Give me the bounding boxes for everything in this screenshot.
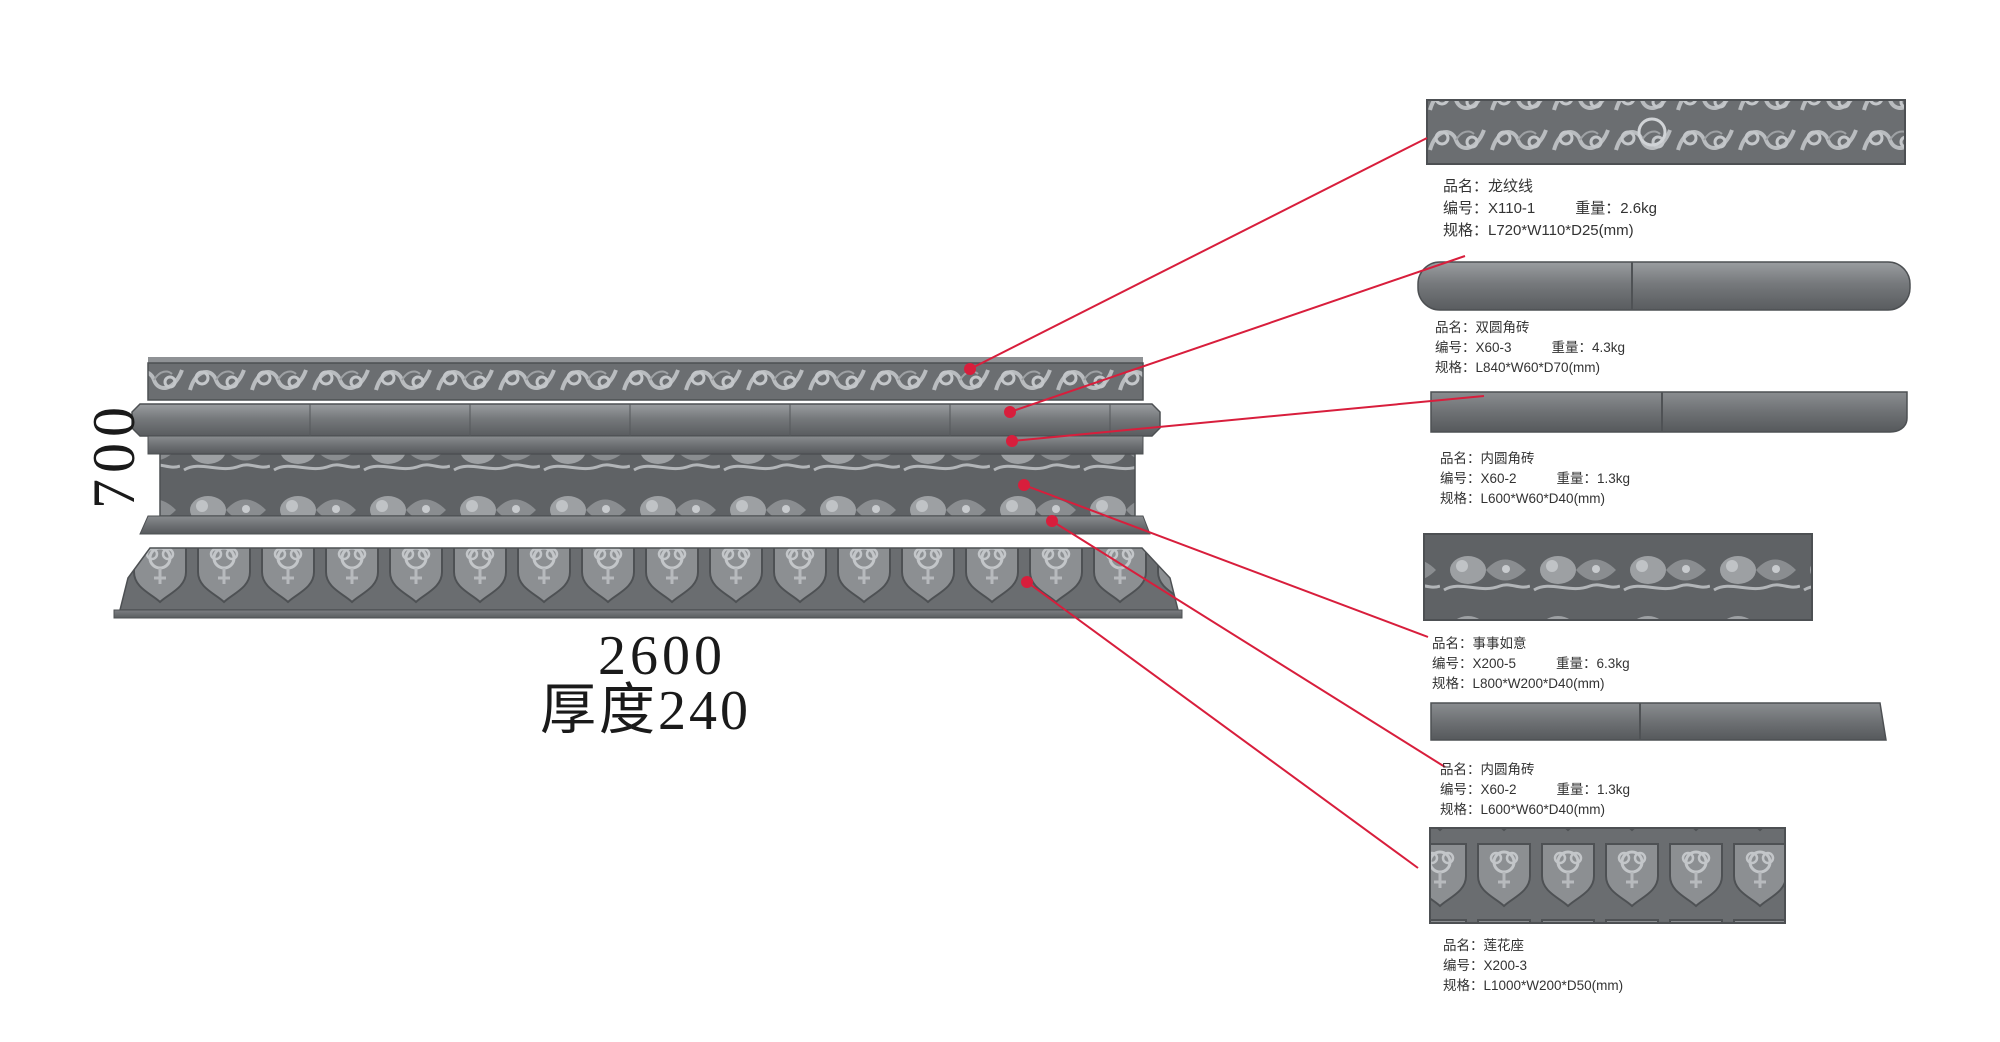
ruyi-relief-band	[159, 453, 1136, 517]
part-weight: 重量：6.3kg	[1556, 656, 1630, 671]
part-code: 编号：X200-5	[1432, 656, 1517, 671]
double-round-brick-tile	[1417, 261, 1911, 311]
leader-dragon-line	[969, 137, 1428, 370]
part-dimensions: 规格：L1000*W200*D50(mm)	[1443, 978, 1624, 993]
part-name: 品名：内圆角砖	[1440, 762, 1535, 777]
inner-round-brick-upper-band	[147, 435, 1144, 455]
part-code: 编号：X60-2	[1440, 782, 1517, 797]
lotus-base-band	[119, 547, 1179, 611]
top-cap-edge	[148, 357, 1143, 364]
part-spec-double-round: 品名：双圆角砖 编号：X60-3 重量：4.3kg 规格：L840*W60*D70…	[1435, 318, 1625, 378]
width-dimension: 2600	[598, 625, 726, 687]
part-spec-ruyi-relief: 品名：事事如意 编号：X200-5 重量：6.3kg 规格：L800*W200*D…	[1432, 634, 1630, 694]
inner-round-brick-tile-lower	[1430, 702, 1887, 741]
inner-round-brick-tile-upper	[1430, 391, 1908, 433]
part-weight: 重量：1.3kg	[1556, 471, 1631, 486]
part-spec-dragon-line: 品名：龙纹线 编号：X110-1 重量：2.6kg 规格：L720*W110*D2…	[1443, 176, 1657, 242]
part-spec-inner-round-lower: 品名：内圆角砖 编号：X60-2 重量：1.3kg 规格：L600*W60*D40…	[1440, 760, 1630, 820]
part-code: 编号：X60-3	[1435, 340, 1512, 355]
part-name: 品名：龙纹线	[1443, 178, 1534, 195]
double-round-brick-band	[131, 403, 1161, 437]
leader-lotus-base-dot	[1021, 576, 1033, 588]
leader-ruyi-relief	[1023, 484, 1429, 638]
leader-inner-round-upper	[1011, 395, 1485, 442]
part-code: 编号：X200-3	[1443, 958, 1528, 973]
part-name: 品名：莲花座	[1443, 938, 1524, 953]
leader-dragon-line-dot	[964, 363, 976, 375]
leader-double-round	[1009, 255, 1466, 413]
base-plinth	[113, 609, 1183, 619]
part-dimensions: 规格：L720*W110*D25(mm)	[1443, 222, 1634, 239]
longevity-medallion	[1637, 117, 1667, 147]
part-dimensions: 规格：L840*W60*D70(mm)	[1435, 360, 1601, 375]
part-weight: 重量：1.3kg	[1556, 782, 1631, 797]
part-code: 编号：X110-1	[1443, 200, 1536, 217]
leader-inner-round-lower-dot	[1046, 515, 1058, 527]
leader-ruyi-relief-dot	[1018, 479, 1030, 491]
part-name: 品名：内圆角砖	[1440, 451, 1535, 466]
thickness-dimension: 厚度240	[540, 680, 751, 742]
part-dimensions: 规格：L600*W60*D40(mm)	[1440, 491, 1606, 506]
part-dimensions: 规格：L800*W200*D40(mm)	[1432, 676, 1605, 691]
inner-round-brick-lower-band	[139, 515, 1151, 535]
leader-double-round-dot	[1004, 406, 1016, 418]
part-name: 品名：事事如意	[1432, 636, 1527, 651]
part-spec-lotus-base: 品名：莲花座 编号：X200-3 规格：L1000*W200*D50(mm)	[1443, 936, 1623, 996]
dragon-line-band	[147, 362, 1144, 401]
ruyi-relief-tile	[1423, 533, 1813, 621]
lotus-base-tile	[1429, 827, 1786, 924]
part-spec-inner-round-upper: 品名：内圆角砖 编号：X60-2 重量：1.3kg 规格：L600*W60*D40…	[1440, 449, 1630, 509]
height-dimension: 700	[81, 401, 147, 509]
leader-lines	[964, 137, 1485, 869]
part-code: 编号：X60-2	[1440, 471, 1517, 486]
wall-cap-assembly	[113, 357, 1183, 619]
component-tiles	[1417, 99, 1911, 924]
leader-lotus-base	[1026, 581, 1419, 869]
part-weight: 重量：4.3kg	[1551, 340, 1626, 355]
part-name: 品名：双圆角砖	[1435, 320, 1530, 335]
part-weight: 重量：2.6kg	[1575, 200, 1657, 217]
leader-inner-round-upper-dot	[1006, 435, 1018, 447]
part-dimensions: 规格：L600*W60*D40(mm)	[1440, 802, 1606, 817]
leader-inner-round-lower	[1051, 520, 1446, 768]
